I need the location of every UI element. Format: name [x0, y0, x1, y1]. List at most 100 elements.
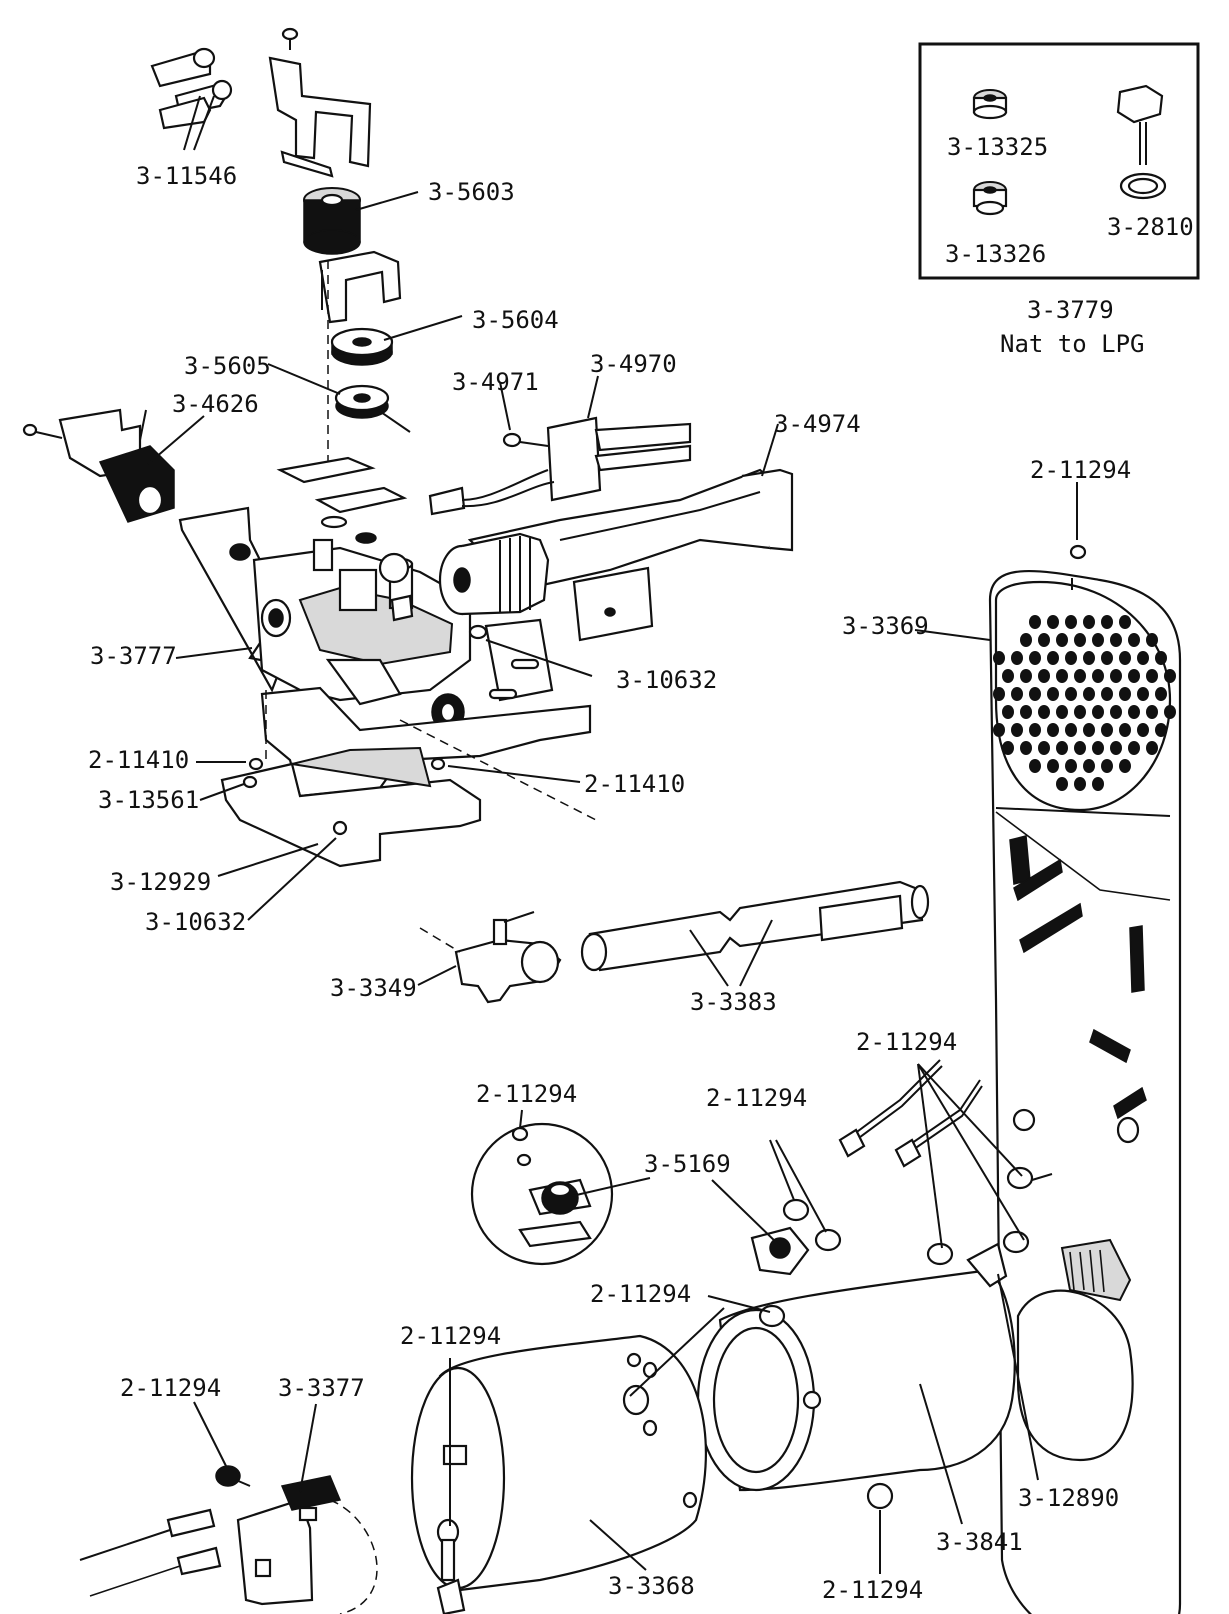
vent-hole: [1146, 741, 1158, 755]
vent-hole: [1065, 723, 1077, 737]
vent-hole: [1083, 723, 1095, 737]
vent-hole: [1119, 723, 1131, 737]
vent-hole: [1119, 687, 1131, 701]
label-3-3841: 3-3841: [936, 1528, 1023, 1556]
vent-hole: [1119, 759, 1131, 773]
vent-hole: [1092, 741, 1104, 755]
vent-hole: [993, 723, 1005, 737]
vent-hole: [1029, 687, 1041, 701]
switch-3-5169-illustration: [511, 1126, 842, 1276]
label-2-11410-a: 2-11410: [88, 746, 189, 774]
vent-hole: [1128, 705, 1140, 719]
label-2-11294-e: 2-11294: [706, 1084, 807, 1112]
wiring-illustration: [79, 1059, 983, 1597]
vent-hole: [1101, 759, 1113, 773]
vent-hole: [1092, 777, 1104, 791]
vent-hole: [1047, 759, 1059, 773]
label-2-11294-i: 2-11294: [822, 1576, 923, 1604]
orifice-3-13326-illustration: [972, 181, 1008, 216]
vent-hole: [1092, 669, 1104, 683]
vent-hole: [1164, 705, 1176, 719]
vent-hole: [1002, 669, 1014, 683]
vent-hole: [1047, 687, 1059, 701]
kit-number-label: 3-3779: [1027, 296, 1114, 324]
vent-hole: [1074, 777, 1086, 791]
vent-hole: [1047, 615, 1059, 629]
vent-hole: [1101, 651, 1113, 665]
vent-hole: [1101, 687, 1113, 701]
label-3-3777: 3-3777: [90, 642, 177, 670]
part-labels: 3-11546 3-5603 3-5604 3-5605 3-4626 3-49…: [88, 162, 1131, 1604]
vent-hole: [1128, 633, 1140, 647]
label-3-3368: 3-3368: [608, 1572, 695, 1600]
label-2-11294-g: 2-11294: [400, 1322, 501, 1350]
vent-hole: [1047, 651, 1059, 665]
vent-hole: [1047, 723, 1059, 737]
vent-hole: [1110, 669, 1122, 683]
vent-hole: [1065, 759, 1077, 773]
vent-hole: [1128, 669, 1140, 683]
vent-hole: [1074, 705, 1086, 719]
gas-valve-body-3-3777-illustration: [178, 506, 472, 731]
coil-3-5604-illustration: [330, 327, 394, 366]
vent-hole: [1002, 705, 1014, 719]
vent-hole: [1083, 615, 1095, 629]
vent-hole: [1011, 723, 1023, 737]
vent-hole: [1101, 723, 1113, 737]
vent-holes: [993, 615, 1176, 791]
vent-hole: [1155, 651, 1167, 665]
vent-hole: [1137, 651, 1149, 665]
label-3-3377: 3-3377: [278, 1374, 365, 1402]
vent-hole: [1155, 723, 1167, 737]
label-2-11294-top: 2-11294: [1030, 456, 1131, 484]
vent-hole: [1092, 633, 1104, 647]
vent-hole: [1110, 633, 1122, 647]
vent-hole: [1020, 633, 1032, 647]
vent-hole: [1056, 777, 1068, 791]
vent-hole: [1020, 705, 1032, 719]
label-3-5603: 3-5603: [428, 178, 515, 206]
vent-hole: [1029, 615, 1041, 629]
label-3-3383: 3-3383: [690, 988, 777, 1016]
vent-hole: [1083, 651, 1095, 665]
label-3-4970: 3-4970: [590, 350, 677, 378]
vent-hole: [1002, 741, 1014, 755]
label-3-13326: 3-13326: [945, 240, 1046, 268]
label-2-11294-f: 2-11294: [590, 1280, 691, 1308]
vent-hole: [1137, 723, 1149, 737]
vent-hole: [1155, 687, 1167, 701]
valve-assembly-illustration: [22, 27, 601, 868]
label-2-11410-b: 2-11410: [584, 770, 685, 798]
vent-hole: [1038, 705, 1050, 719]
vent-hole: [1092, 705, 1104, 719]
vent-hole: [1065, 651, 1077, 665]
kit-description-label: Nat to LPG: [1000, 330, 1145, 358]
vent-hole: [1065, 687, 1077, 701]
terminal-block-3-3377-illustration: [215, 1465, 342, 1606]
coil-3-4626-illustration: [22, 408, 175, 523]
label-2-11294-h: 2-11294: [120, 1374, 221, 1402]
vent-hole: [1020, 741, 1032, 755]
vent-hole: [1056, 669, 1068, 683]
vent-hole: [1083, 759, 1095, 773]
vent-hole: [1056, 633, 1068, 647]
label-3-4974: 3-4974: [774, 410, 861, 438]
leader-lines: [147, 95, 1078, 1574]
vent-hole: [1029, 651, 1041, 665]
label-3-13561: 3-13561: [98, 786, 199, 814]
vent-hole: [1038, 669, 1050, 683]
vent-hole: [1110, 741, 1122, 755]
vent-hole: [1137, 687, 1149, 701]
vent-hole: [1083, 687, 1095, 701]
cap-and-washer-3-2810-illustration: [1116, 84, 1167, 200]
thermostat-detail-illustration: [470, 1122, 614, 1266]
vent-hole: [993, 687, 1005, 701]
coil-3-5605-illustration: [334, 384, 411, 433]
label-3-12890: 3-12890: [1018, 1484, 1119, 1512]
label-2-11294-d: 2-11294: [476, 1080, 577, 1108]
label-3-12929: 3-12929: [110, 868, 211, 896]
vent-hole: [1056, 705, 1068, 719]
vent-hole: [1029, 759, 1041, 773]
vent-hole: [1038, 741, 1050, 755]
